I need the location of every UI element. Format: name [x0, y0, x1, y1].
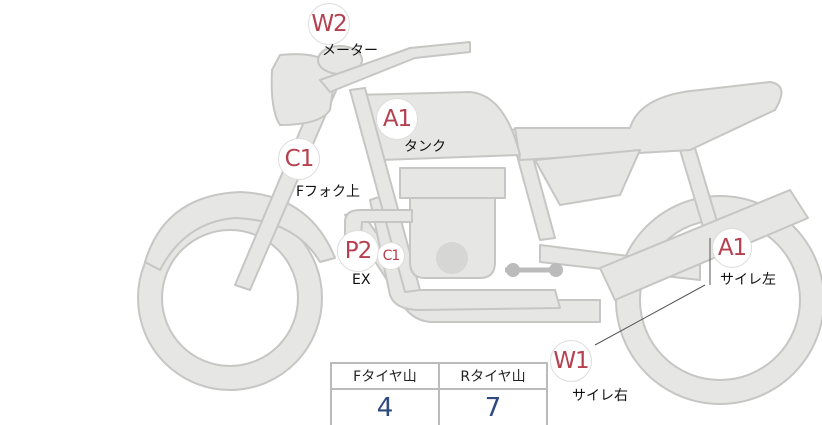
header-front-tire: Fタイヤ山 [330, 362, 440, 390]
footpeg [506, 263, 520, 277]
damage-badge-w2[interactable]: W2 [308, 3, 350, 45]
damage-badge-w1[interactable]: W1 [550, 340, 592, 382]
label-fork: Fフォク上 [296, 184, 361, 200]
footpeg [549, 263, 563, 277]
handlebar [319, 41, 471, 93]
engine-head [399, 167, 506, 199]
engine-cover [436, 242, 468, 274]
damage-badge-p2[interactable]: P2 [337, 230, 379, 272]
front-fender [144, 191, 336, 271]
label-muffler-right: サイレ右 [572, 388, 628, 404]
down-tube [349, 87, 421, 293]
label-meter: メーター [322, 43, 378, 59]
label-muffler-left: サイレ左 [720, 272, 776, 288]
damage-badge-c1-ex[interactable]: C1 [377, 242, 405, 270]
header-rear-tire: Rタイヤ山 [438, 362, 548, 390]
label-ex: EX [352, 272, 371, 288]
engine [409, 197, 496, 279]
exhaust-pipe [344, 209, 413, 251]
muffler [599, 189, 809, 301]
damage-badge-a1-muffler-left[interactable]: A1 [712, 228, 752, 268]
leader-line [594, 284, 706, 346]
damage-badge-a1-tank[interactable]: A1 [376, 98, 418, 140]
value-rear-tire: 7 [438, 388, 548, 425]
value-front-tire: 4 [330, 388, 440, 425]
label-tank: タンク [404, 139, 446, 155]
side-cover [534, 149, 641, 206]
damage-badge-c1-fork[interactable]: C1 [278, 138, 320, 180]
seat [514, 81, 783, 161]
